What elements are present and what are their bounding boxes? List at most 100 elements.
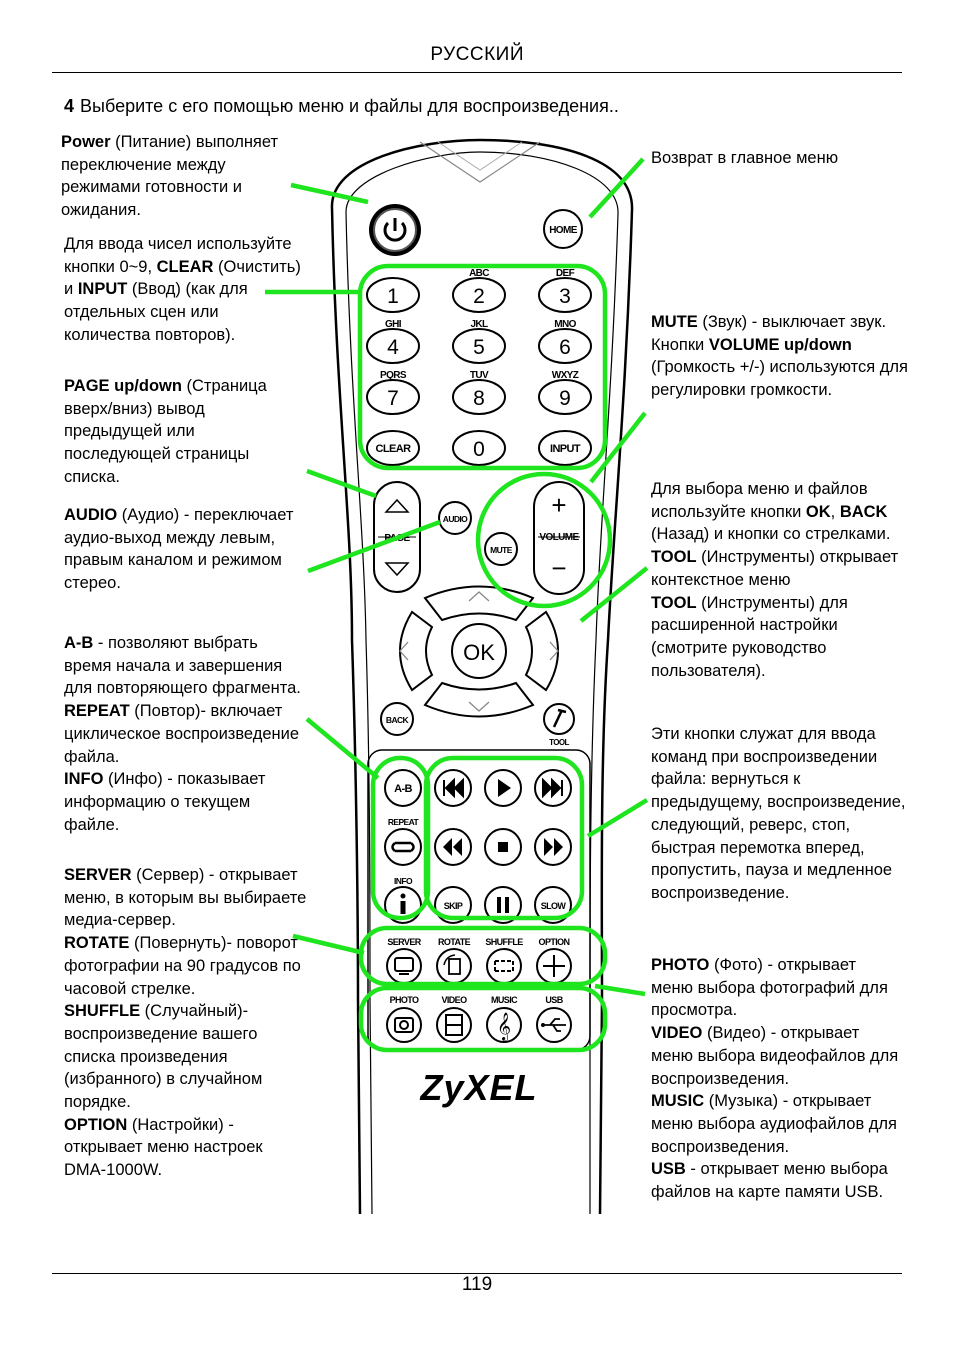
digit-1-button[interactable]: 1 [366, 277, 420, 313]
shuffle-button[interactable] [486, 948, 522, 984]
server-row-highlight [358, 925, 608, 987]
nav-down-button[interactable] [423, 681, 535, 718]
ok-paragraph: Для выбора меню и файлов используйте кно… [651, 478, 907, 546]
next-button[interactable] [534, 769, 572, 807]
tool-button[interactable]: TOOL [543, 703, 575, 747]
stop-button[interactable] [484, 828, 522, 866]
term-music: MUSIC [651, 1092, 705, 1111]
power-text: (Питание) выполняет переключение между р… [61, 133, 279, 220]
top-rule [52, 72, 902, 73]
music-paragraph: MUSIC (Музыка) - открывает меню выбора а… [651, 1090, 901, 1158]
input-button[interactable]: INPUT [538, 430, 592, 466]
digits-highlight [357, 263, 608, 471]
usb-paragraph: USB - открывает меню выбора файлов на ка… [651, 1158, 901, 1203]
digit-8-button[interactable]: 8 [452, 379, 506, 415]
server-button[interactable] [386, 948, 422, 984]
pause-button[interactable] [484, 886, 522, 924]
tool1-text: (Инструменты) открывает контекстное меню [651, 548, 899, 589]
music-text: (Музыка) - открывает меню выбора аудиофа… [651, 1092, 897, 1156]
ok-text-1: Для выбора меню и файлов используйте кно… [651, 480, 868, 521]
power-button[interactable] [369, 204, 421, 256]
digit-7-button[interactable]: 7 [366, 379, 420, 415]
clear-button[interactable]: CLEAR [366, 430, 420, 466]
ab-button[interactable]: A-B [384, 769, 422, 807]
letters-abc: ABC [469, 268, 489, 279]
term-tool-2: TOOL [651, 593, 697, 612]
playback-highlight [423, 755, 585, 921]
term-mute: MUTE [651, 313, 698, 331]
shuffle-icon [494, 960, 514, 972]
server-text: (Сервер) - открывает меню, в которым вы … [64, 866, 307, 930]
term-option: OPTION [64, 1115, 128, 1134]
repeat-paragraph: REPEAT (Повтор)- включает циклическое во… [64, 700, 309, 768]
navigation-description: Для выбора меню и файлов используйте кно… [651, 478, 907, 682]
photo-icon [394, 1017, 414, 1033]
repeat-text: (Повтор)- включает циклическое воспроизв… [64, 702, 300, 766]
term-usb: USB [651, 1160, 686, 1179]
digit-6-button[interactable]: 6 [538, 328, 592, 364]
audio-pointer [307, 519, 441, 574]
playback-pointer [586, 798, 649, 838]
back-button[interactable]: BACK [380, 702, 414, 736]
option-button[interactable] [536, 948, 572, 984]
rotate-label: ROTATE [438, 937, 471, 947]
volume-paragraph: Кнопки VOLUME up/down (Громкость +/-) ис… [651, 334, 913, 402]
ab-label: A-B [394, 783, 412, 795]
audio-button[interactable]: AUDIO [438, 501, 472, 535]
slow-button[interactable]: SLOW [534, 886, 572, 924]
letters-def: DEF [556, 268, 575, 279]
slow-label: SLOW [541, 901, 567, 911]
fast-forward-button[interactable] [534, 828, 572, 866]
letters-wxyz: WXYZ [552, 370, 579, 381]
prev-button[interactable] [434, 769, 472, 807]
digit-2-label: 2 [473, 285, 485, 308]
ok-label: OK [463, 640, 495, 665]
digit-5-button[interactable]: 5 [452, 328, 506, 364]
usb-button[interactable] [536, 1007, 572, 1043]
term-photo: PHOTO [651, 956, 710, 974]
zyxel-logo: ZyXEL [419, 1067, 537, 1108]
page-pointer [306, 468, 377, 499]
mute-button[interactable]: MUTE [484, 532, 518, 566]
video-paragraph: VIDEO (Видео) - открывает меню выбора ви… [651, 1022, 901, 1090]
repeat-button[interactable] [384, 828, 422, 866]
home-button[interactable]: HOME [543, 209, 583, 249]
digit-0-button[interactable]: 0 [452, 430, 506, 466]
arrow-left-icon [399, 641, 409, 661]
arrow-right-icon [549, 641, 559, 661]
page-text: (Страница вверх/вниз) вывод предыдущей и… [64, 377, 267, 486]
rotate-button[interactable] [436, 948, 472, 984]
photo-button[interactable] [386, 1007, 422, 1043]
digit-2-button[interactable]: 2 [452, 277, 506, 313]
digit-9-button[interactable]: 9 [538, 379, 592, 415]
skip-button[interactable]: SKIP [434, 886, 472, 924]
term-rotate: ROTATE [64, 934, 130, 953]
pause-icon [497, 897, 509, 913]
term-back: BACK [839, 502, 888, 521]
video-icon [445, 1014, 463, 1036]
ok-button[interactable]: OK [451, 623, 507, 679]
nav-left-button[interactable] [399, 610, 434, 692]
video-button[interactable] [436, 1007, 472, 1043]
shuffle-label: SHUFFLE [485, 937, 523, 947]
usb-text: - открывает меню выбора файлов на карте … [651, 1160, 888, 1202]
input-label: INPUT [550, 443, 581, 455]
arrow-down-icon [468, 701, 490, 712]
nav-right-button[interactable] [524, 610, 559, 692]
play-button[interactable] [484, 769, 522, 807]
digit-4-button[interactable]: 4 [366, 328, 420, 364]
audio-text: (Аудио) - переключает аудио-выход между … [64, 506, 294, 593]
power-pointer [290, 182, 369, 205]
rotate-icon [443, 954, 461, 975]
music-button[interactable]: 𝄞 [486, 1007, 522, 1043]
volume-rocker[interactable]: + − VOLUME [533, 481, 585, 595]
digit-3-button[interactable]: 3 [538, 277, 592, 313]
volume-pointer [589, 411, 647, 484]
digit-1-label: 1 [387, 285, 399, 308]
tool2-text: (Инструменты) для расширенной настройки … [651, 593, 848, 680]
volume-minus-label: − [551, 553, 566, 583]
prev-icon [443, 777, 464, 799]
rewind-button[interactable] [434, 828, 472, 866]
audio-description: AUDIO (Аудио) - переключает аудио-выход … [64, 504, 304, 595]
page-number: 119 [461, 1274, 493, 1295]
